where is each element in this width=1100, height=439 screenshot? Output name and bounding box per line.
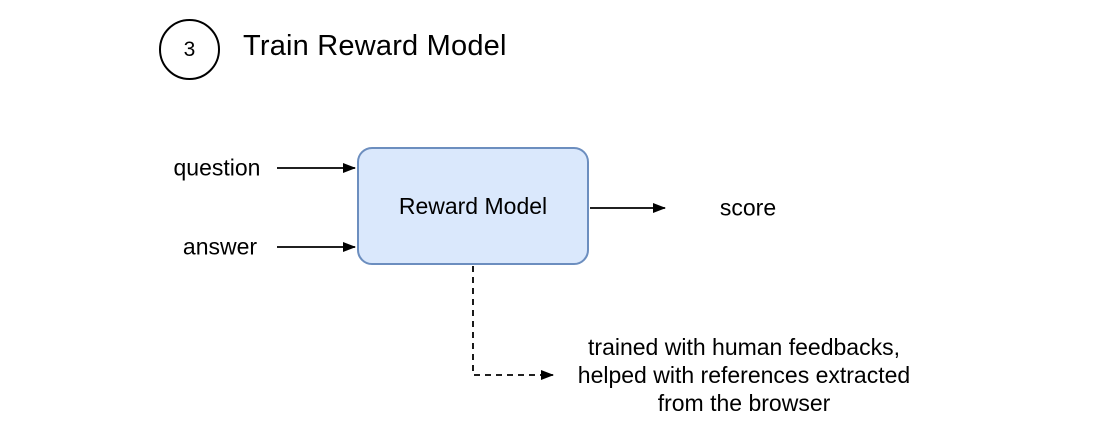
step-number: 3: [183, 37, 196, 61]
annotation-line-1: trained with human feedbacks,: [588, 334, 900, 360]
annotation-line-2: helped with references extracted: [577, 362, 911, 388]
feedback-dashed-arrow: [472, 266, 554, 380]
annotation-text: trained with human feedbacks, helped wit…: [544, 333, 944, 417]
reward-model-label: Reward Model: [398, 192, 548, 219]
annotation-line-3: from the browser: [657, 390, 831, 416]
reward-model-box: Reward Model: [357, 147, 589, 265]
score-label: score: [719, 194, 777, 221]
question-label: question: [173, 154, 261, 181]
step-circle: 3: [159, 19, 220, 80]
answer-label: answer: [182, 233, 258, 260]
page-title: Train Reward Model: [243, 30, 507, 62]
